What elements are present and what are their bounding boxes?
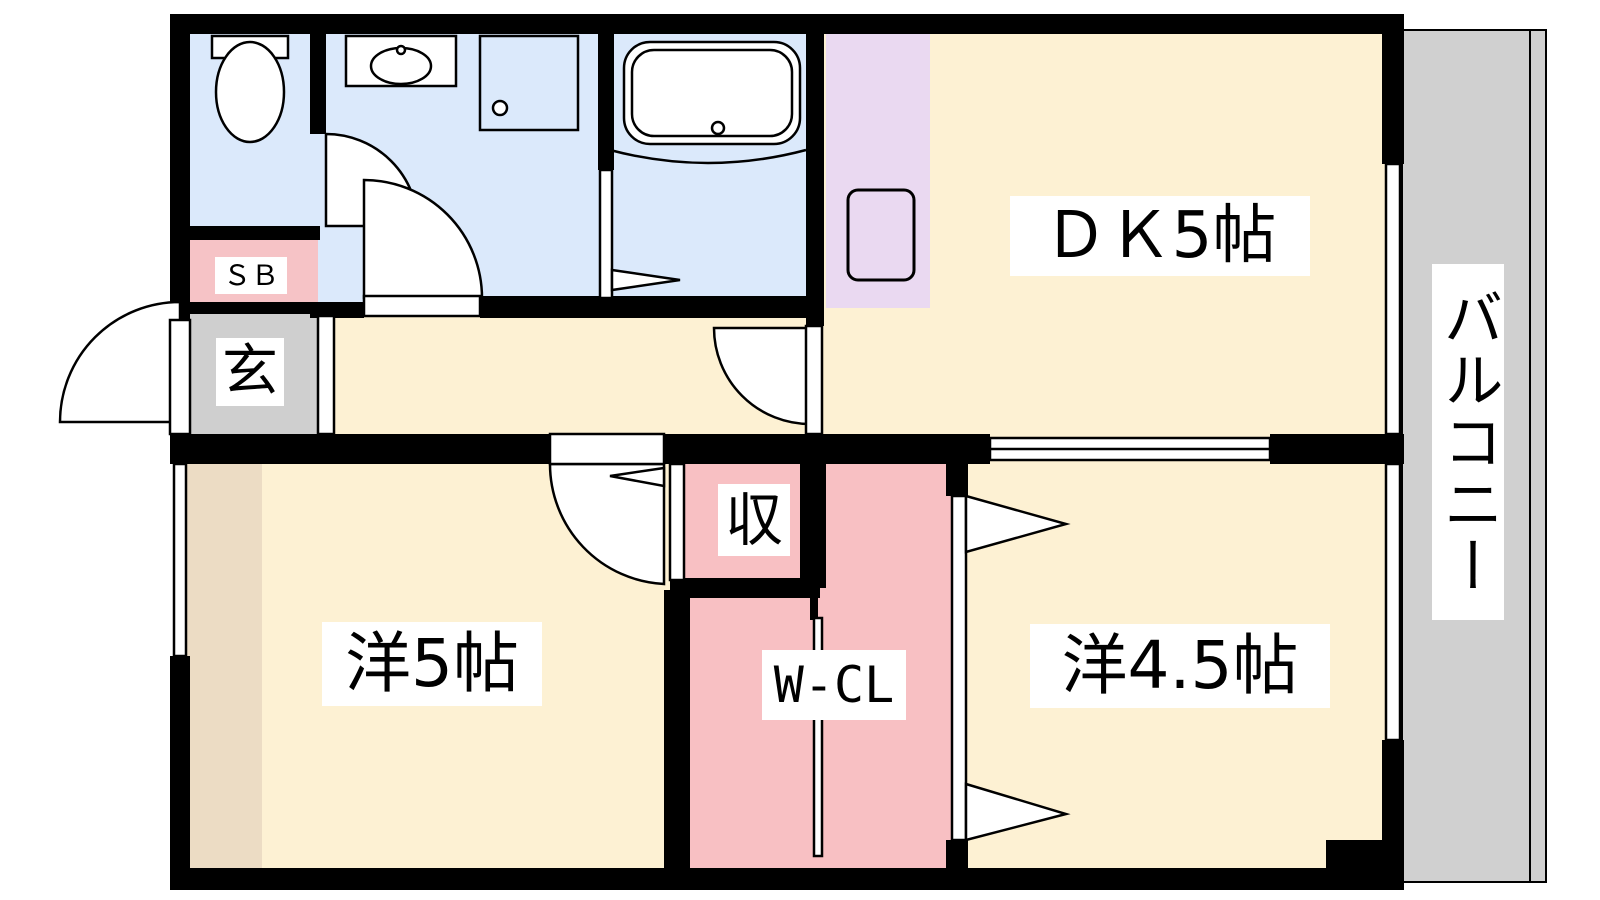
sink-basin	[846, 188, 916, 282]
balcony-label: バルコニー	[1432, 264, 1504, 620]
wall-toilet-right	[310, 14, 326, 134]
western-5-label: 洋5帖	[322, 622, 542, 706]
wall-left-upper	[170, 14, 190, 320]
wall-top	[170, 14, 1400, 34]
wall-wcl-right-top	[946, 448, 968, 496]
wall-central	[170, 434, 550, 464]
wall-wash-bottom-right	[480, 296, 812, 318]
entrance-door-jamb	[168, 318, 192, 436]
wall-central-right	[1270, 434, 1400, 464]
openings	[58, 132, 1402, 858]
shoe-box-label: ＳＢ	[206, 257, 296, 294]
wall-bottom	[170, 868, 1400, 890]
hall-left-jamb	[316, 314, 336, 436]
washing-machine-pan	[478, 34, 580, 132]
bath-step-curve	[609, 148, 807, 165]
western-5-window	[172, 462, 188, 658]
washroom-door-jamb	[362, 294, 482, 318]
western-4-5-window	[1384, 462, 1402, 742]
western-4-5-door-leaf-upper	[964, 494, 1071, 554]
dk-label: ＤＫ5帖	[1010, 196, 1310, 276]
fixtures	[210, 34, 807, 165]
wall-left-lower	[170, 656, 190, 890]
wall-sb-bottom	[170, 302, 320, 314]
toilet-bowl	[214, 40, 286, 144]
wall-right-top	[1382, 14, 1404, 164]
entrance-door	[58, 300, 182, 424]
washing-machine-drain	[491, 99, 509, 117]
wall-w5-right	[664, 590, 690, 870]
shoe-box-text: ＳＢ	[214, 257, 287, 294]
storage-door-jamb	[668, 462, 686, 582]
wall-bath-right	[806, 14, 824, 314]
bath-door-jamb	[598, 168, 614, 300]
entrance-label: 玄	[216, 338, 284, 406]
walk-in-closet-floor-left	[670, 588, 812, 874]
wall-wash-bath	[598, 14, 614, 170]
dk-door	[712, 326, 812, 426]
western-5-door-jamb	[548, 432, 666, 466]
walk-in-closet-label: W-CL	[762, 650, 906, 720]
wall-wcl-right-bottom	[946, 840, 968, 880]
built-in-shelf	[180, 458, 262, 874]
bathtub	[622, 40, 802, 146]
bathtub-inner	[630, 48, 794, 138]
western-4-5-door-leaf-lower	[964, 782, 1071, 842]
washroom-door-lower	[362, 178, 484, 300]
bathtub-drain	[710, 120, 726, 136]
wall-storage-bottom	[670, 578, 820, 598]
wall-wash-bottom	[310, 302, 364, 318]
wall-storage-right	[800, 448, 826, 588]
wall-hall-end	[806, 300, 824, 326]
walls	[170, 14, 1404, 890]
storage-label: 収	[718, 484, 790, 556]
vanity-tap	[395, 44, 407, 56]
dk-window	[1384, 162, 1402, 436]
western-5-door	[548, 462, 666, 586]
western-4-5-label: 洋4.5帖	[1030, 624, 1330, 708]
wcl-sliding-door	[812, 616, 824, 858]
bath-door-leaf	[610, 268, 681, 292]
dk-door-jamb	[804, 324, 824, 436]
wall-toilet-bottom	[170, 226, 320, 240]
western-4-5-door-jamb	[950, 494, 968, 842]
wall-wcl-divider	[810, 598, 818, 620]
wall-corner-block	[1326, 840, 1402, 880]
western-5-door-leaf	[609, 466, 666, 488]
